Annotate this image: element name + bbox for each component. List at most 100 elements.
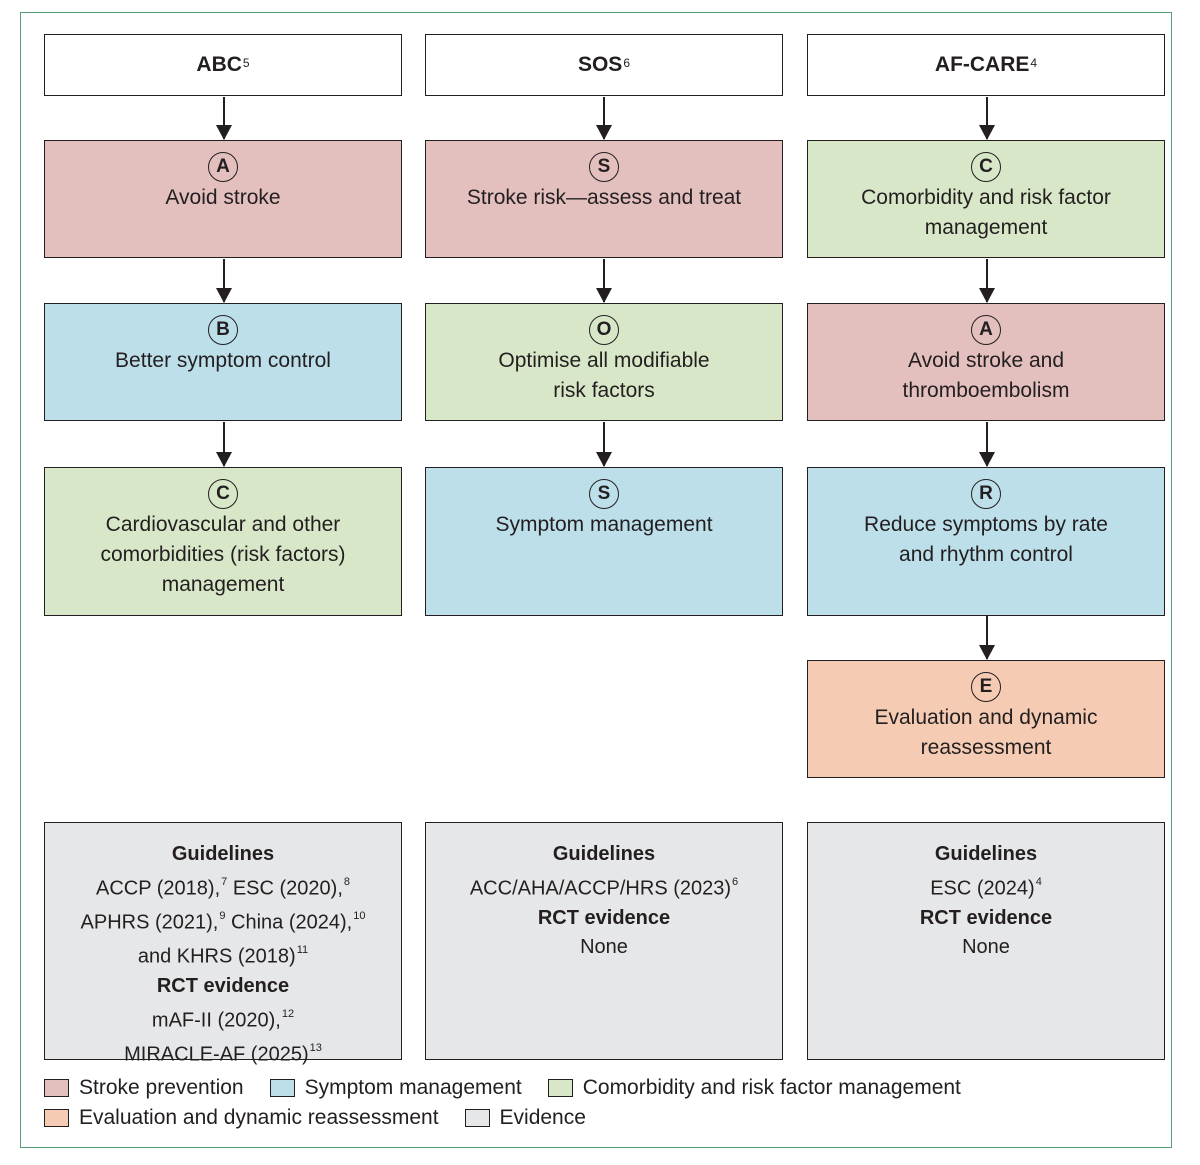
afcare-step-e-text: Evaluation and dynamic reassessment <box>874 706 1098 759</box>
abc-evidence-line-3: and KHRS (2018)11 <box>45 938 401 972</box>
arrow-abc-1 <box>216 97 232 140</box>
abc-evidence-line-2-text: APHRS (2021), <box>80 911 219 934</box>
legend-label-eval: Evaluation and dynamic reassessment <box>79 1106 439 1129</box>
abc-evidence-line-1-text: ACCP (2018), <box>96 877 221 900</box>
afcare-step-r-letter: R <box>971 479 1001 509</box>
sos-step-o: O Optimise all modifiable risk factors <box>425 303 783 421</box>
sos-evidence-line-3: None <box>580 936 628 959</box>
afcare-step-c-text: Comorbidity and risk factor management <box>861 186 1111 239</box>
abc-evidence-line-1: ACCP (2018),7 ESC (2020),8 <box>45 870 401 904</box>
header-sos-ref: 6 <box>623 56 631 70</box>
sos-evidence-line-1-ref: 6 <box>732 875 739 888</box>
sos-evidence-box: Guidelines ACC/AHA/ACCP/HRS (2023)6 RCT … <box>425 822 783 1060</box>
legend-item-symptom: Symptom management <box>269 1076 522 1100</box>
abc-evidence-line-5: mAF-II (2020),12 <box>45 1002 401 1036</box>
abc-evidence-line-2-ref2: 10 <box>353 909 366 922</box>
sos-step-o-letter: O <box>589 315 619 345</box>
afcare-step-a-letter: A <box>971 315 1001 345</box>
afcare-evidence-line-1-text: ESC (2024) <box>930 877 1035 900</box>
sos-evidence-line-1-text: ACC/AHA/ACCP/HRS (2023) <box>469 877 732 900</box>
afcare-step-a: A Avoid stroke and thromboembolism <box>807 303 1165 421</box>
abc-evidence-line-2-text2: China (2024), <box>225 911 353 934</box>
arrow-afcare-2 <box>979 259 995 303</box>
legend-swatch-stroke <box>44 1079 69 1097</box>
sos-evidence-guidelines-heading: Guidelines <box>552 843 656 865</box>
legend-row-2: Evaluation and dynamic reassessment Evid… <box>44 1106 612 1130</box>
abc-evidence-line-3-ref: 11 <box>296 944 309 957</box>
afcare-evidence-line-1: ESC (2024)4 <box>808 870 1164 904</box>
afcare-step-r: R Reduce symptoms by rate and rhythm con… <box>807 467 1165 616</box>
afcare-step-e: E Evaluation and dynamic reassessment <box>807 660 1165 778</box>
abc-evidence-guidelines-heading: Guidelines <box>171 843 275 865</box>
afcare-step-c-letter: C <box>971 152 1001 182</box>
abc-step-c: C Cardiovascular and other comorbidities… <box>44 467 402 616</box>
arrow-abc-2 <box>216 259 232 303</box>
legend-label-evidence: Evidence <box>499 1106 586 1129</box>
sos-evidence-rct-heading: RCT evidence <box>537 906 671 929</box>
header-abc-title: ABC <box>196 53 242 76</box>
abc-step-b: B Better symptom control <box>44 303 402 421</box>
legend-swatch-eval <box>44 1109 69 1127</box>
arrow-abc-3 <box>216 422 232 467</box>
afcare-step-a-text: Avoid stroke and thromboembolism <box>902 349 1070 402</box>
sos-step-s1-letter: S <box>589 152 619 182</box>
sos-step-s2: S Symptom management <box>425 467 783 616</box>
abc-evidence-line-1-text2: ESC (2020), <box>227 877 343 900</box>
sos-step-s1: S Stroke risk—assess and treat <box>425 140 783 258</box>
abc-evidence-line-3-text: and KHRS (2018) <box>137 945 296 968</box>
legend-swatch-evidence <box>464 1109 490 1127</box>
legend-label-stroke: Stroke prevention <box>79 1076 244 1099</box>
figure-frame <box>20 12 1172 1148</box>
legend-item-stroke: Stroke prevention <box>44 1076 244 1100</box>
legend-row-1: Stroke prevention Symptom management Com… <box>44 1076 987 1100</box>
sos-step-s1-text: Stroke risk—assess and treat <box>466 186 742 209</box>
abc-evidence-line-5-text: mAF-II (2020), <box>151 1009 281 1032</box>
sos-evidence-line-1: ACC/AHA/ACCP/HRS (2023)6 <box>426 870 782 904</box>
abc-evidence-line-2-ref: 9 <box>219 909 226 922</box>
sos-step-s2-text: Symptom management <box>495 513 713 536</box>
arrow-afcare-4 <box>979 616 995 660</box>
abc-evidence-line-6-text: MIRACLE-AF (2025) <box>124 1043 309 1066</box>
legend-item-evidence: Evidence <box>464 1106 586 1130</box>
header-afcare-ref: 4 <box>1030 56 1038 70</box>
abc-evidence-line-1-ref: 7 <box>221 875 228 888</box>
afcare-step-c: C Comorbidity and risk factor management <box>807 140 1165 258</box>
abc-evidence-rct-heading: RCT evidence <box>156 975 290 998</box>
legend-item-eval: Evaluation and dynamic reassessment <box>44 1106 439 1130</box>
afcare-evidence-line-3: None <box>962 936 1010 959</box>
header-sos-title: SOS <box>577 53 623 76</box>
afcare-evidence-box: Guidelines ESC (2024)4 RCT evidence None <box>807 822 1165 1060</box>
abc-evidence-line-1-ref2: 8 <box>343 875 350 888</box>
sos-step-o-text: Optimise all modifiable risk factors <box>498 349 710 402</box>
afcare-evidence-line-1-ref: 4 <box>1035 875 1042 888</box>
afcare-step-e-letter: E <box>971 672 1001 702</box>
header-afcare-title: AF-CARE <box>934 53 1030 76</box>
legend-label-symptom: Symptom management <box>304 1076 522 1099</box>
abc-step-c-letter: C <box>208 479 238 509</box>
sos-step-s2-letter: S <box>589 479 619 509</box>
abc-evidence-line-2: APHRS (2021),9 China (2024),10 <box>45 904 401 938</box>
arrow-sos-1 <box>596 97 612 140</box>
legend-item-comorb: Comorbidity and risk factor management <box>547 1076 961 1100</box>
arrow-sos-3 <box>596 422 612 467</box>
abc-step-a: A Avoid stroke <box>44 140 402 258</box>
abc-step-b-letter: B <box>208 315 238 345</box>
afcare-evidence-guidelines-heading: Guidelines <box>934 843 1038 865</box>
abc-step-a-text: Avoid stroke <box>165 186 281 209</box>
afcare-step-r-text: Reduce symptoms by rate and rhythm contr… <box>864 513 1108 566</box>
abc-step-a-letter: A <box>208 152 238 182</box>
abc-step-b-text: Better symptom control <box>115 349 331 372</box>
afcare-evidence-rct-heading: RCT evidence <box>919 906 1053 929</box>
arrow-afcare-1 <box>979 97 995 140</box>
abc-step-c-text: Cardiovascular and other comorbidities (… <box>100 513 346 596</box>
abc-evidence-line-5-ref: 12 <box>281 1007 295 1020</box>
legend-swatch-comorb <box>547 1079 573 1097</box>
arrow-afcare-3 <box>979 422 995 467</box>
abc-evidence-line-6-ref: 13 <box>309 1042 322 1055</box>
abc-evidence-line-6: MIRACLE-AF (2025)13 <box>45 1036 401 1070</box>
arrow-sos-2 <box>596 259 612 303</box>
legend-swatch-symptom <box>269 1079 295 1097</box>
